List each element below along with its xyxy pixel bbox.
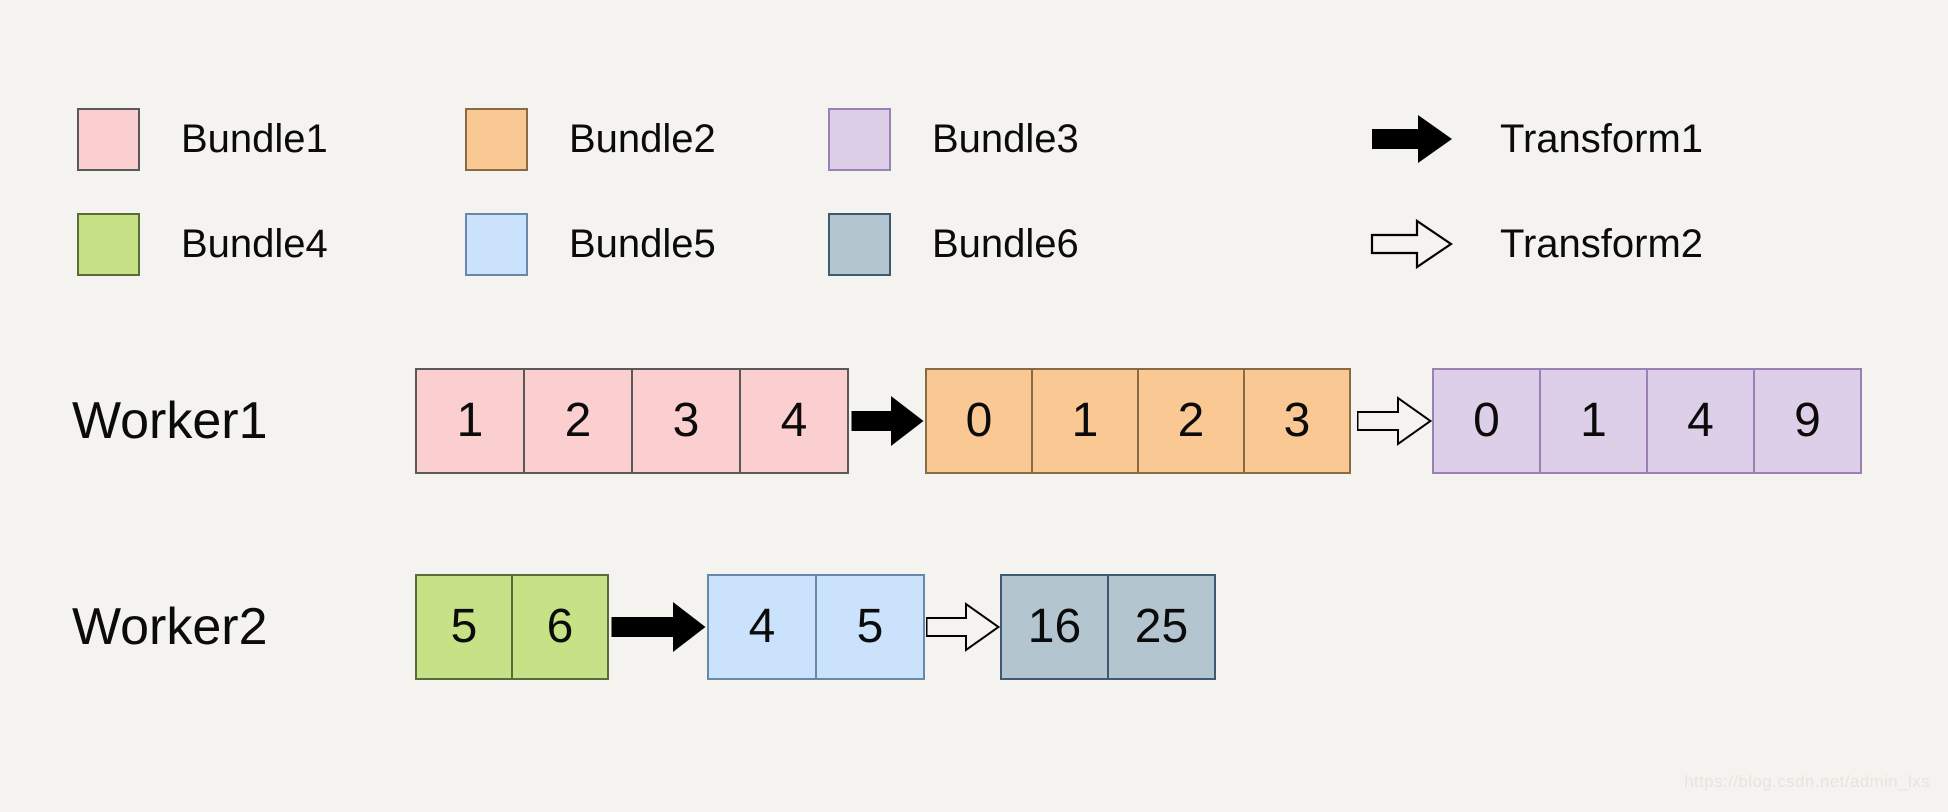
bundle-cell: 9 (1753, 368, 1862, 474)
bundle5-swatch-icon (465, 212, 528, 276)
bundle-cell: 0 (1432, 368, 1541, 474)
legend-item-bundle2: Bundle2 (465, 105, 716, 173)
bundle2-swatch-icon (465, 107, 528, 171)
bundle-cell: 16 (1000, 574, 1109, 680)
legend-item-bundle4: Bundle4 (77, 210, 328, 278)
legend-item-bundle5: Bundle5 (465, 210, 716, 278)
worker2-label: Worker2 (72, 598, 268, 656)
hollow-arrow-right-icon (1370, 218, 1453, 270)
bundle-cell: 1 (1539, 368, 1648, 474)
bundle6-swatch-icon (828, 212, 891, 276)
bundle-cell: 1 (1031, 368, 1139, 474)
legend-label-bundle2: Bundle2 (569, 117, 716, 161)
legend-label-bundle6: Bundle6 (932, 222, 1079, 266)
legend-item-bundle3: Bundle3 (828, 105, 1079, 173)
solid-arrow-right-icon (851, 368, 925, 474)
bundle-cell: 3 (1243, 368, 1351, 474)
legend-item-bundle6: Bundle6 (828, 210, 1079, 278)
legend-item-transform2: Transform2 (1370, 210, 1703, 278)
bundle-cell: 1 (415, 368, 525, 474)
legend-item-transform1: Transform1 (1370, 105, 1703, 173)
bundle1-swatch-icon (77, 107, 140, 171)
bundle-cell: 4 (739, 368, 849, 474)
solid-arrow-right-icon (1372, 115, 1452, 163)
watermark: https://blog.csdn.net/admin_lxs (1684, 772, 1930, 791)
hollow-arrow-right-icon (1357, 368, 1432, 474)
bundle-cell: 2 (1137, 368, 1245, 474)
bundle-cell: 5 (815, 574, 925, 680)
bundle-cell: 4 (707, 574, 817, 680)
legend-label-bundle3: Bundle3 (932, 117, 1079, 161)
bundle4-swatch-icon (77, 212, 140, 276)
legend-item-bundle1: Bundle1 (77, 105, 328, 173)
bundle-cell: 0 (925, 368, 1033, 474)
legend-row-2: Bundle4 Bundle5 Bundle6 Transform2 (0, 210, 1948, 278)
bundle-cell: 2 (523, 368, 633, 474)
legend-row-1: Bundle1 Bundle2 Bundle3 Transform1 (0, 105, 1948, 173)
hollow-arrow-right-icon (926, 574, 1000, 680)
bundle3-swatch-icon (828, 107, 891, 171)
legend-label-bundle5: Bundle5 (569, 222, 716, 266)
bundle-cell: 25 (1107, 574, 1216, 680)
bundle-cell: 5 (415, 574, 513, 680)
worker1-label: Worker1 (72, 392, 268, 450)
legend-label-transform1: Transform1 (1500, 117, 1704, 161)
legend-label-transform2: Transform2 (1500, 222, 1704, 266)
bundle-cell: 3 (631, 368, 741, 474)
legend-label-bundle1: Bundle1 (181, 117, 328, 161)
solid-arrow-right-icon (611, 574, 707, 680)
bundle-cell: 6 (511, 574, 609, 680)
legend-label-bundle4: Bundle4 (181, 222, 328, 266)
bundle-cell: 4 (1646, 368, 1755, 474)
